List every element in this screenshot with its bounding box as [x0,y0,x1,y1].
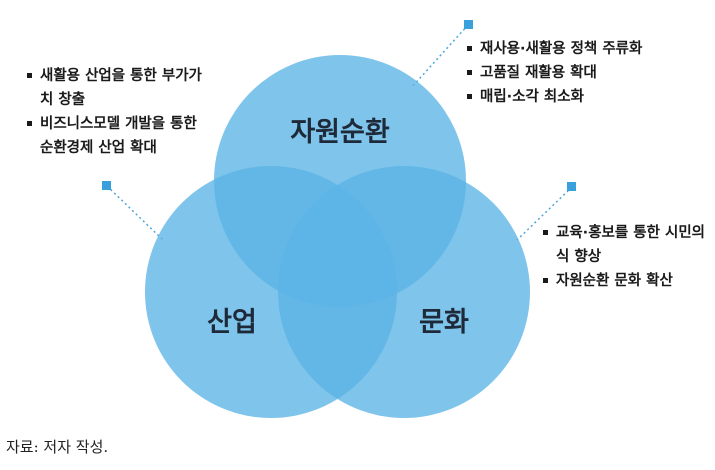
callout-top-list: 재사용·새활용 정책 주류화 고품질 재활용 확대 매립·소각 최소화 [467,37,707,109]
marker-left [102,181,111,190]
callout-left-item: 비즈니스모델 개발을 통한 순환경제 산업 확대 [27,112,207,160]
callout-top-item: 매립·소각 최소화 [467,85,707,109]
marker-right [567,182,576,191]
leader-line-top [410,24,469,89]
callout-top-item: 고품질 재활용 확대 [467,61,707,85]
callout-right-item: 자원순환 문화 확산 [543,269,708,293]
source-note: 자료: 저자 작성. [6,438,109,456]
callout-left-list: 새활용 산업을 통한 부가가치 창출 비즈니스모델 개발을 통한 순환경제 산업… [27,64,207,160]
callout-top-item: 재사용·새활용 정책 주류화 [467,37,707,61]
callout-right-list: 교육·홍보를 통한 시민의식 향상 자원순환 문화 확산 [543,221,708,293]
marker-top [464,20,473,29]
callout-left-item: 새활용 산업을 통한 부가가치 창출 [27,64,207,112]
leader-line-left [106,185,164,241]
circle-label-top: 자원순환 [290,117,390,148]
circle-label-left: 산업 [207,307,257,338]
circle-right [278,166,530,418]
circle-label-right: 문화 [419,307,469,338]
callout-right-item: 교육·홍보를 통한 시민의식 향상 [543,221,708,269]
